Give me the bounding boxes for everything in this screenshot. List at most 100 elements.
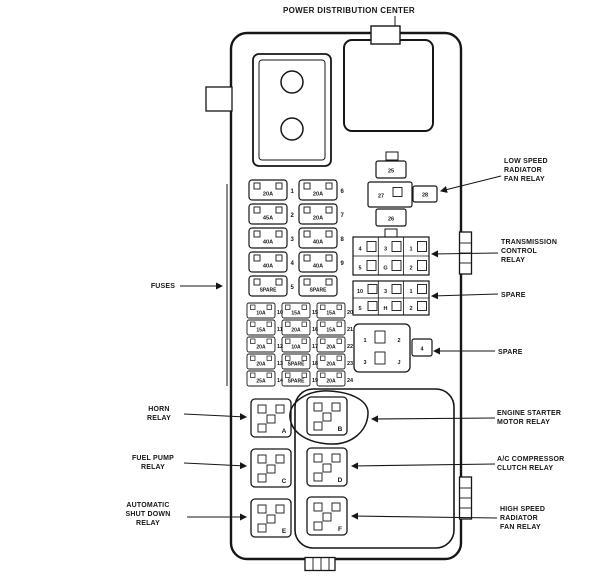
label-line: CLUTCH RELAY — [497, 465, 553, 472]
label-fuses: FUSES — [151, 283, 175, 290]
fuse-number: 12 — [277, 344, 283, 350]
pin-label: 2 — [397, 338, 400, 344]
socket-pin — [391, 241, 402, 252]
label-ac-clutch-relay: A/C COMPRESSOR CLUTCH RELAY — [497, 456, 564, 472]
fuse-number: 6 — [341, 189, 345, 195]
fuse-number: 23 — [347, 361, 353, 367]
small-fuse-column-2: 15A 15 20A 16 10A 17 SPARE 18 SPARE 19 — [281, 302, 318, 387]
label-line: ENGINE STARTER — [497, 410, 561, 417]
arrow-transmission-relay — [430, 250, 499, 258]
fuse-number: 22 — [347, 344, 353, 350]
socket-pin — [417, 301, 427, 311]
relay-letter: E — [282, 528, 287, 535]
relay-pin — [374, 351, 386, 365]
label-line: RADIATOR — [500, 515, 538, 522]
socket-pin — [391, 260, 402, 271]
relay-letter: F — [338, 526, 342, 533]
label-line: FAN RELAY — [504, 176, 545, 183]
relay-pin — [374, 330, 386, 344]
fuse-number: 21 — [347, 327, 353, 333]
label-line: RADIATOR — [504, 167, 542, 174]
relay-notch — [385, 151, 399, 161]
fuse-number: 1 — [291, 189, 295, 195]
fuse-number: 14 — [277, 378, 284, 384]
pin-label: 5 — [358, 306, 361, 312]
label-line: RELAY — [141, 464, 165, 471]
label-line: RELAY — [136, 520, 160, 527]
arrow-horn-relay — [183, 413, 248, 421]
relay-bay-enclosure — [294, 388, 455, 549]
low-speed-fan-relay: 25 27 28 26 — [367, 151, 438, 227]
engine-starter-relay-b: B — [306, 396, 348, 436]
socket-notch — [384, 228, 398, 238]
label-line: AUTOMATIC — [126, 502, 169, 509]
label-line: CONTROL — [501, 248, 538, 255]
label-asd-relay: AUTOMATIC SHUT DOWN RELAY — [126, 502, 171, 527]
fuse-number: 18 — [312, 361, 318, 367]
transmission-control-relay-socket: 4 3 1 5 G 2 — [352, 228, 430, 276]
label-spare-2: SPARE — [498, 349, 523, 356]
pin-label: 3 — [384, 289, 387, 295]
terminal-block-inner — [258, 59, 326, 161]
label-line: FUEL PUMP — [132, 455, 174, 462]
fuse-amp-label: 45A — [263, 216, 273, 222]
pin-label: 4 — [420, 347, 424, 353]
label-line: RELAY — [501, 257, 525, 264]
pin-label: 28 — [422, 193, 428, 199]
fuse-number: 13 — [277, 361, 283, 367]
fuse-amp-label: SPARE — [310, 288, 328, 294]
relay-letter: B — [338, 426, 343, 433]
fuse-amp-label: 10A — [291, 345, 301, 351]
label-line: HIGH SPEED — [500, 506, 545, 513]
fuse-number: 16 — [312, 327, 318, 333]
socket-pin — [417, 284, 427, 294]
arrow-starter-relay — [370, 415, 496, 423]
fuse-number: 10 — [277, 310, 283, 316]
socket-pin — [367, 284, 378, 294]
label-horn-relay: HORN RELAY — [147, 406, 171, 422]
pin-label: 2 — [409, 306, 412, 312]
small-fuse-column-3: 15A 20 15A 21 20A 22 20A 23 20A 24 — [316, 302, 354, 387]
pin-label: 26 — [388, 217, 394, 223]
pdc-outline — [229, 31, 463, 561]
label-transmission-relay: TRANSMISSION CONTROL RELAY — [501, 239, 557, 264]
large-fuse-column-2: 20A 6 20A 7 40A 8 40A 9 SPARE — [298, 179, 345, 297]
fuse-amp-label: 20A — [326, 345, 336, 351]
fuse-number: 2 — [291, 213, 295, 219]
asd-relay-e: E — [250, 498, 292, 538]
fuse-amp-label: SPARE — [288, 379, 306, 385]
relay-outline — [353, 323, 411, 373]
fuse-amp-label: 20A — [256, 345, 266, 351]
horn-relay-a: A — [250, 398, 292, 438]
pin-label: 5 — [358, 266, 361, 272]
terminal-stud-circle — [280, 70, 304, 94]
fuse-number: 11 — [277, 327, 283, 333]
pin-label: 3 — [384, 247, 387, 253]
label-line: A/C COMPRESSOR — [497, 456, 564, 463]
pin-label: 1 — [363, 338, 366, 344]
fuse-amp-label: SPARE — [260, 288, 278, 294]
fuse-number: 4 — [291, 261, 295, 267]
pin-label: H — [384, 306, 388, 312]
fuse-number: 17 — [312, 344, 318, 350]
pin-label: 1 — [409, 247, 412, 253]
arrow-low-speed-fan-relay — [439, 175, 502, 193]
pin-label: 1 — [409, 289, 412, 295]
pin-label: J — [397, 360, 400, 366]
label-fuel-pump-relay: FUEL PUMP RELAY — [132, 455, 174, 471]
fuse-amp-label: 20A — [263, 192, 273, 198]
socket-pin — [417, 260, 427, 271]
fuse-amp-label: 20A — [256, 362, 266, 368]
fuse-amp-label: 25A — [256, 379, 266, 385]
label-low-speed-fan-relay: LOW SPEED RADIATOR FAN RELAY — [504, 158, 548, 183]
socket-pin — [366, 260, 377, 271]
arrow-spare-1 — [430, 292, 499, 300]
label-line: MOTOR RELAY — [497, 419, 550, 426]
component-handle — [370, 25, 401, 45]
connector-tab-lower-right — [458, 476, 473, 520]
fuse-amp-label: 15A — [256, 328, 266, 334]
fuse-amp-label: 40A — [313, 240, 323, 246]
mounting-tab-bottom — [304, 556, 336, 572]
fuse-amp-label: 20A — [313, 216, 323, 222]
